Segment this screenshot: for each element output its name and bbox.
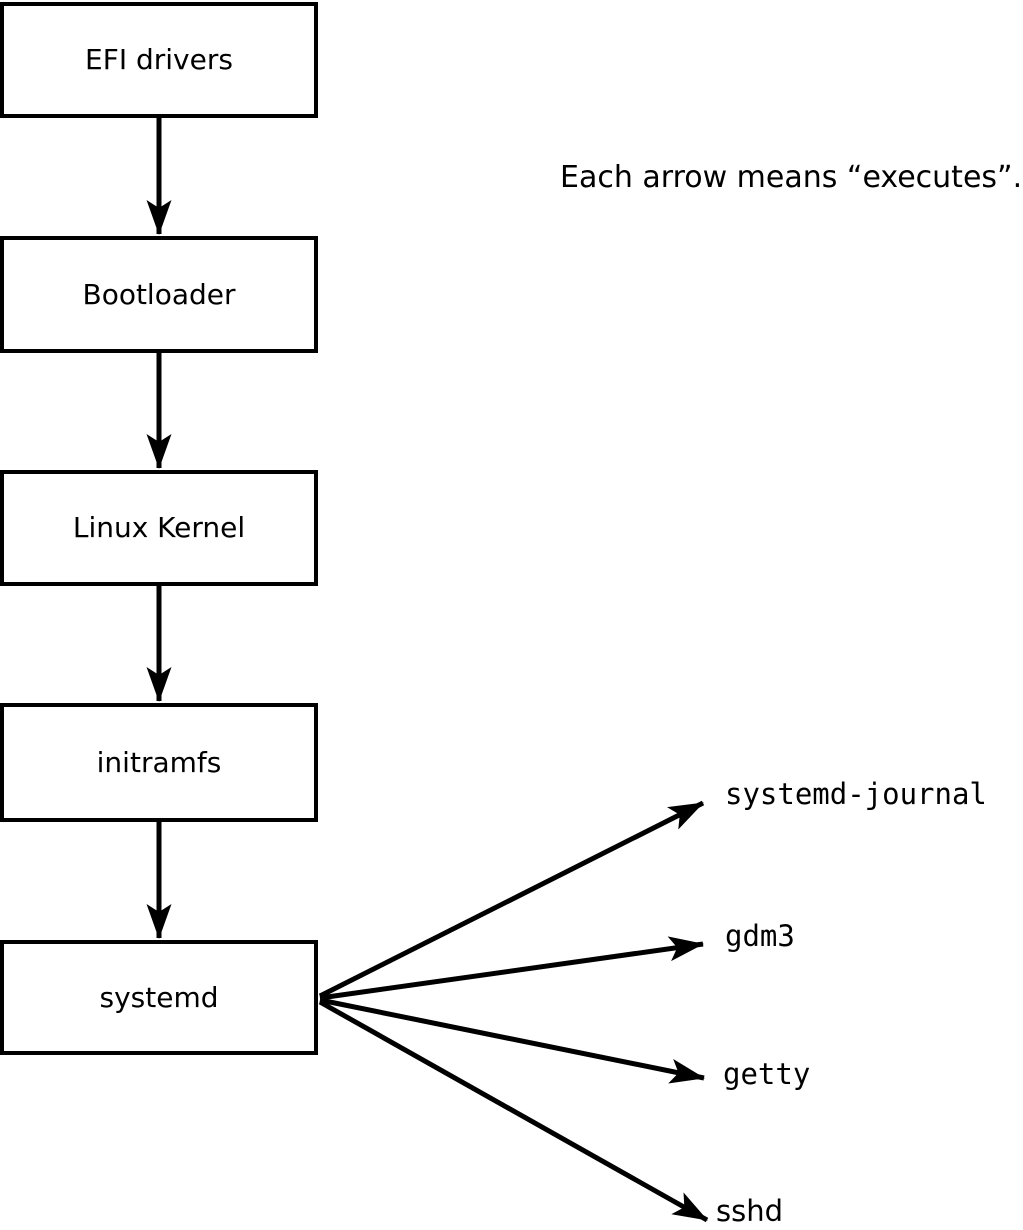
node-linux-kernel: Linux Kernel xyxy=(0,470,318,586)
arrow-systemd-to-systemd-journal xyxy=(318,800,705,999)
node-initramfs: initramfs xyxy=(0,703,318,822)
node-bootloader: Bootloader xyxy=(0,236,318,353)
legend-note: Each arrow means “executes”. xyxy=(560,160,1023,195)
node-efi-drivers: EFI drivers xyxy=(0,2,318,118)
node-systemd-label: systemd xyxy=(99,980,219,1014)
node-linux-kernel-label: Linux Kernel xyxy=(72,511,246,544)
node-efi-drivers-label: EFI drivers xyxy=(85,43,233,76)
arrow-systemd-to-sshd xyxy=(318,999,709,1223)
arrow-systemd-to-gdm3 xyxy=(319,936,704,1001)
arrow-systemd-to-getty xyxy=(319,997,705,1084)
node-initramfs-label: initramfs xyxy=(96,745,222,779)
label-sshd: sshd xyxy=(716,1194,784,1228)
label-getty: getty xyxy=(723,1057,811,1091)
label-systemd-journal: systemd-journal xyxy=(725,777,987,811)
node-bootloader-label: Bootloader xyxy=(82,277,236,311)
node-systemd: systemd xyxy=(0,940,318,1055)
label-gdm3: gdm3 xyxy=(725,919,795,953)
